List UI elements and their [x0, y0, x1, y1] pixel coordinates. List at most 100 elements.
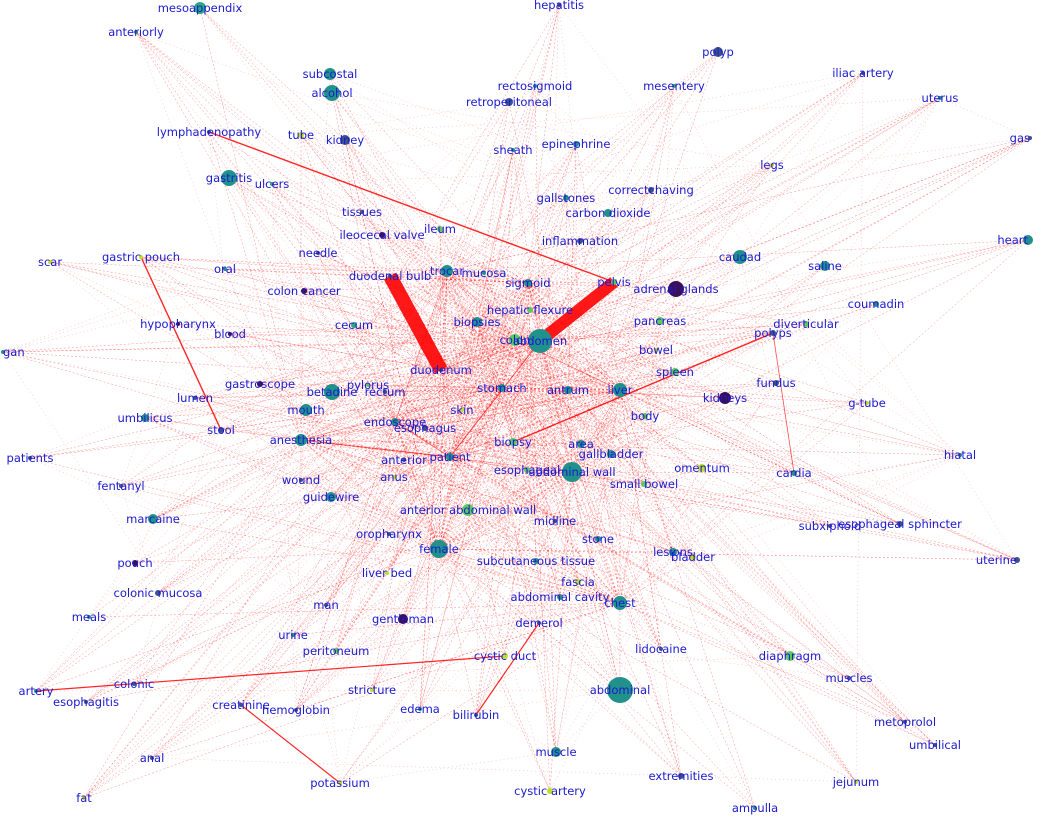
label-hepatic-flexure: hepatic flexure	[487, 303, 573, 317]
edge	[151, 270, 448, 759]
edge	[325, 282, 529, 606]
edge	[449, 149, 514, 458]
node-sheath	[511, 148, 515, 152]
edge	[449, 456, 561, 598]
edge	[300, 339, 516, 481]
edge	[449, 143, 577, 458]
edge	[567, 72, 864, 391]
edge	[300, 439, 556, 522]
edge	[438, 548, 551, 792]
label-gastritis: gastritis	[206, 171, 252, 185]
edge	[394, 421, 906, 723]
edge	[476, 321, 573, 473]
node-artery	[34, 689, 38, 693]
label-stool: stool	[207, 423, 235, 437]
edge	[527, 282, 579, 583]
edge	[440, 369, 463, 411]
node-fundus	[773, 380, 779, 386]
edge	[539, 340, 579, 583]
edge	[194, 397, 573, 473]
label-lidocaine: lidocaine	[635, 642, 687, 656]
edge	[403, 459, 703, 469]
edge	[438, 85, 675, 550]
edge	[295, 371, 676, 711]
edge	[514, 339, 557, 753]
edge	[446, 270, 516, 341]
edge	[446, 240, 581, 272]
label-saline: saline	[808, 259, 842, 273]
label-colon: colon	[500, 333, 531, 347]
edge	[133, 655, 791, 685]
edge	[35, 548, 440, 692]
edge	[527, 72, 864, 284]
edge	[152, 340, 541, 520]
node-peritoneum	[333, 648, 339, 654]
strong-edge	[449, 340, 541, 458]
label-artery: artery	[19, 684, 54, 698]
label-skin: skin	[450, 403, 473, 417]
edge	[339, 101, 510, 784]
edge	[329, 73, 621, 604]
edge	[619, 389, 682, 777]
edge	[446, 270, 662, 650]
node-esophagitis	[84, 700, 88, 704]
edge	[483, 272, 503, 389]
edge	[571, 265, 826, 473]
edge	[157, 389, 569, 594]
node-anus	[392, 475, 396, 479]
edge	[329, 73, 440, 550]
edge	[152, 397, 196, 520]
label-liver-bed: liver bed	[362, 566, 412, 580]
edge	[539, 239, 1029, 342]
edge	[467, 282, 529, 511]
edge	[295, 421, 396, 711]
edge	[303, 290, 503, 389]
node-gastric-pouch	[139, 255, 143, 259]
edge	[446, 197, 567, 272]
edge	[829, 454, 961, 527]
label-rectosigmoid: rectosigmoid	[498, 79, 573, 93]
edge	[228, 177, 503, 389]
label-marcaine: marcaine	[126, 512, 180, 526]
edge	[300, 439, 694, 558]
edge	[371, 454, 961, 691]
edge	[579, 189, 652, 242]
label-female: female	[419, 542, 459, 556]
label-hepatitis: hepatitis	[534, 0, 584, 12]
edge	[85, 340, 541, 703]
edge	[449, 72, 864, 458]
edge	[330, 282, 529, 498]
edge	[438, 548, 674, 553]
label-anal: anal	[140, 751, 165, 765]
edge	[476, 197, 567, 323]
edge	[152, 421, 396, 520]
label-potassium: potassium	[310, 776, 370, 790]
edge	[440, 369, 906, 723]
edge	[539, 340, 573, 473]
label-scar: scar	[38, 255, 62, 269]
edge	[83, 321, 478, 799]
edge	[344, 139, 478, 323]
node-correctchaving	[648, 187, 654, 193]
node-alcohol	[324, 85, 340, 101]
edge	[2, 268, 226, 353]
node-cardia	[791, 470, 797, 476]
label-mouth: mouth	[287, 403, 324, 417]
edge	[571, 471, 795, 474]
node-subxiphoid	[828, 524, 832, 528]
edge	[527, 282, 961, 456]
edge	[344, 139, 573, 473]
edge	[394, 85, 536, 423]
node-kidneys	[719, 392, 731, 404]
edge	[440, 270, 448, 371]
node-spleen	[671, 368, 679, 376]
edge	[330, 389, 569, 498]
label-stomach: stomach	[477, 381, 526, 395]
edge	[449, 456, 645, 485]
node-potassium	[338, 781, 342, 785]
edge	[476, 239, 1029, 323]
edge	[446, 270, 503, 389]
edge	[440, 369, 556, 522]
node-caudad	[733, 250, 747, 264]
edge	[475, 272, 485, 716]
